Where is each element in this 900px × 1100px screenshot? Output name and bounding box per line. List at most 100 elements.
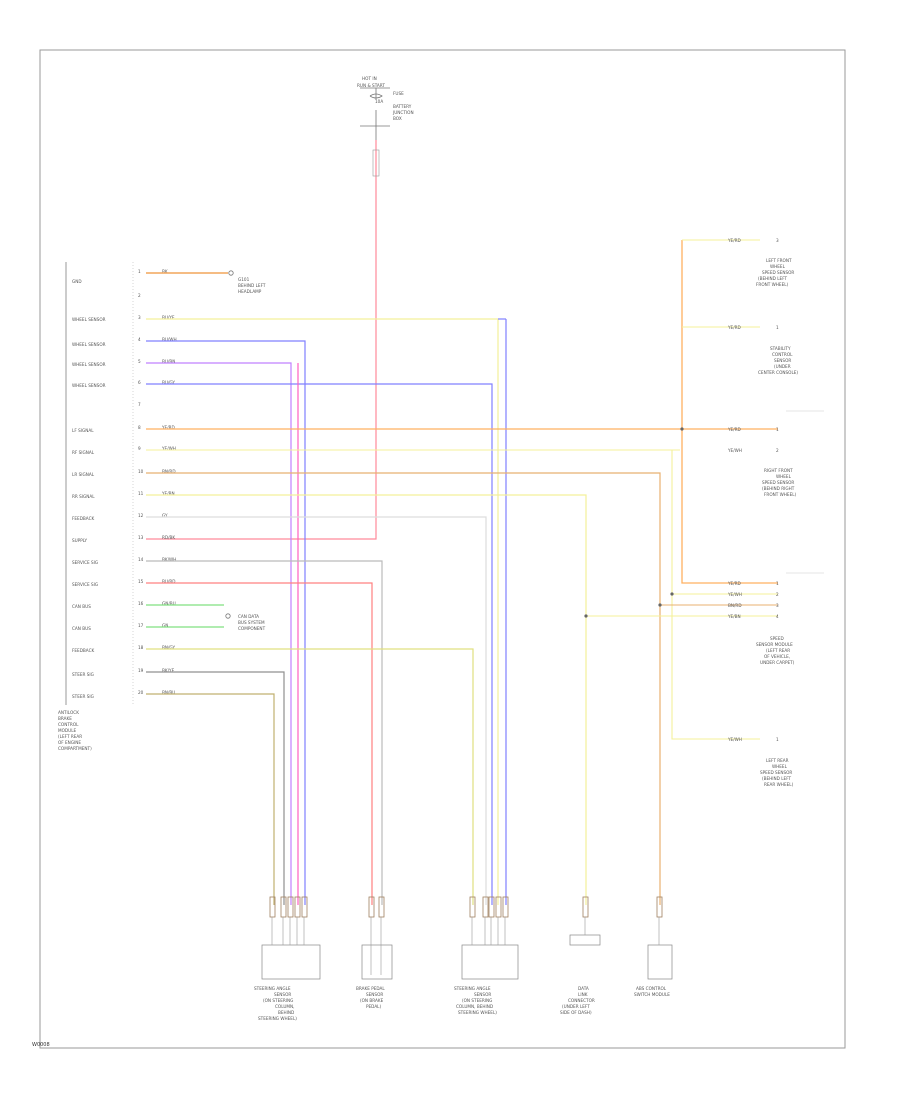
pin-wire: BU/WH — [162, 337, 177, 342]
module-name-line: BRAKE — [58, 716, 72, 721]
right-pin: 1 — [776, 737, 779, 742]
right-line: (LEFT REAR — [766, 648, 790, 653]
right-line: CONTROL — [772, 352, 793, 357]
module-name-line: COMPARTMENT) — [58, 746, 92, 751]
bottom-component: ABS CONTROL SWITCH MODULE — [634, 986, 670, 997]
right-component: YE/WH 1 LEFT REAR WHEEL SPEED SENSOR (BE… — [727, 737, 794, 787]
splice — [658, 603, 662, 607]
bottom-line: BRAKE PEDAL — [356, 986, 385, 991]
connector-leads — [271, 917, 660, 975]
pin-number: 10 — [138, 469, 144, 474]
pin-label: WHEEL SENSOR — [72, 383, 106, 388]
wire-bk-ye — [146, 671, 285, 905]
supply-wire-connector — [372, 149, 380, 177]
pin-wire: BK/WH — [162, 557, 176, 562]
can-note-line: BUS SYSTEM — [238, 620, 265, 625]
pin-wire: BU/YE — [162, 315, 175, 320]
right-component: BN/RD 3 — [728, 603, 779, 608]
splice — [670, 592, 674, 596]
ground-note-line: G101 — [238, 277, 250, 282]
right-wire: YE/WH — [727, 737, 742, 742]
right-line: SPEED — [770, 636, 784, 641]
right-line: LEFT REAR — [766, 758, 789, 763]
bottom-line: COLUMN, BEHIND — [456, 1004, 493, 1009]
pin-label: SUPPLY — [72, 538, 88, 543]
pin-wire: BN/RD — [162, 469, 176, 474]
wire-bk-wh — [146, 560, 383, 905]
right-line: SENSOR — [774, 358, 791, 363]
connector-data-link — [569, 934, 601, 946]
pin-number: 11 — [138, 491, 144, 496]
pin-wire: GN — [162, 623, 168, 628]
module-pin: SUPPLY 13 RD/BK — [72, 535, 175, 543]
pin-label: WHEEL SENSOR — [72, 317, 106, 322]
pin-stub — [488, 896, 495, 918]
bottom-line: BEHIND — [278, 1010, 294, 1015]
bottom-line: (ON STEERING — [263, 998, 293, 1003]
pin-wire: RD/BK — [162, 535, 175, 540]
right-pin: 2 — [776, 592, 779, 597]
right-component: YE/RD 1 — [727, 581, 779, 586]
bottom-line: (UNDER LEFT — [562, 1004, 590, 1009]
right-line: REAR WHEEL) — [764, 782, 794, 787]
pin-stub — [378, 896, 385, 918]
module-name-line: CONTROL — [58, 722, 79, 727]
connector-brake-pedal — [361, 944, 393, 980]
right-component: YE/WH 2 — [727, 592, 779, 597]
right-line: SPEED SENSOR — [762, 270, 794, 275]
right-line: FRONT WHEEL) — [756, 282, 789, 287]
pin-wire: BN/GY — [162, 645, 175, 650]
pin-label: STEER SIG — [72, 672, 94, 677]
right-pin: 1 — [776, 581, 779, 586]
wire-bu-gy — [146, 383, 493, 905]
right-pin: 2 — [776, 448, 779, 453]
pin-label: CAN BUS — [72, 626, 91, 631]
pin-label: STEER SIG — [72, 694, 94, 699]
connector-steering-1 — [261, 944, 321, 980]
module-pin: 7 — [138, 402, 141, 407]
pin-stub — [495, 896, 502, 918]
pin-number: 17 — [138, 623, 144, 628]
bottom-line: DATA — [578, 986, 589, 991]
right-wire: YE/RD — [727, 238, 741, 243]
right-wire: YE/RD — [727, 325, 741, 330]
pin-wire: GY — [162, 513, 168, 518]
right-line: CENTER CONSOLE) — [758, 370, 798, 375]
bottom-line: (ON BRAKE — [360, 998, 384, 1003]
pin-number: 13 — [138, 535, 144, 540]
bottom-labels: STEERING ANGLE SENSOR (ON STEERING COLUM… — [254, 986, 670, 1021]
pin-label: FEEDBACK — [72, 516, 95, 521]
pin-wire: YE/RD — [161, 425, 175, 430]
bottom-component: STEERING ANGLE SENSOR (ON STEERING COLUM… — [254, 986, 297, 1021]
pin-wire: BK/YE — [162, 668, 175, 673]
wire-bn-rd — [146, 472, 661, 905]
connector-pins — [269, 896, 663, 918]
fuse-line-3: 10A — [375, 99, 383, 104]
module-name-line: OF ENGINE — [58, 740, 81, 745]
fuse-line-2: FUSE — [393, 91, 404, 96]
pin-label: LF SIGNAL — [72, 428, 94, 433]
right-wire: YE/WH — [727, 592, 742, 597]
pin-label: CAN BUS — [72, 604, 91, 609]
can-note-line: COMPONENT — [238, 626, 266, 631]
module-name: ANTILOCK BRAKE CONTROL MODULE (LEFT REAR… — [58, 710, 92, 751]
bottom-line: ABS CONTROL — [636, 986, 667, 991]
wire-gy — [146, 516, 487, 905]
ground-note-line: HEADLAMP — [238, 289, 262, 294]
pin-stub — [287, 896, 294, 918]
bottom-line: STEERING ANGLE — [254, 986, 291, 991]
wire-right-yellow-c — [671, 450, 760, 740]
module-pin: CAN BUS 17 GN — [72, 623, 168, 631]
right-wire: YE/BN — [727, 614, 741, 619]
can-terminal — [225, 613, 231, 619]
wire-ye-bn — [146, 494, 587, 905]
fuse-line-5: JUNCTION — [392, 110, 414, 115]
bottom-component: STEERING ANGLE SENSOR (ON STEERING COLUM… — [454, 986, 497, 1015]
